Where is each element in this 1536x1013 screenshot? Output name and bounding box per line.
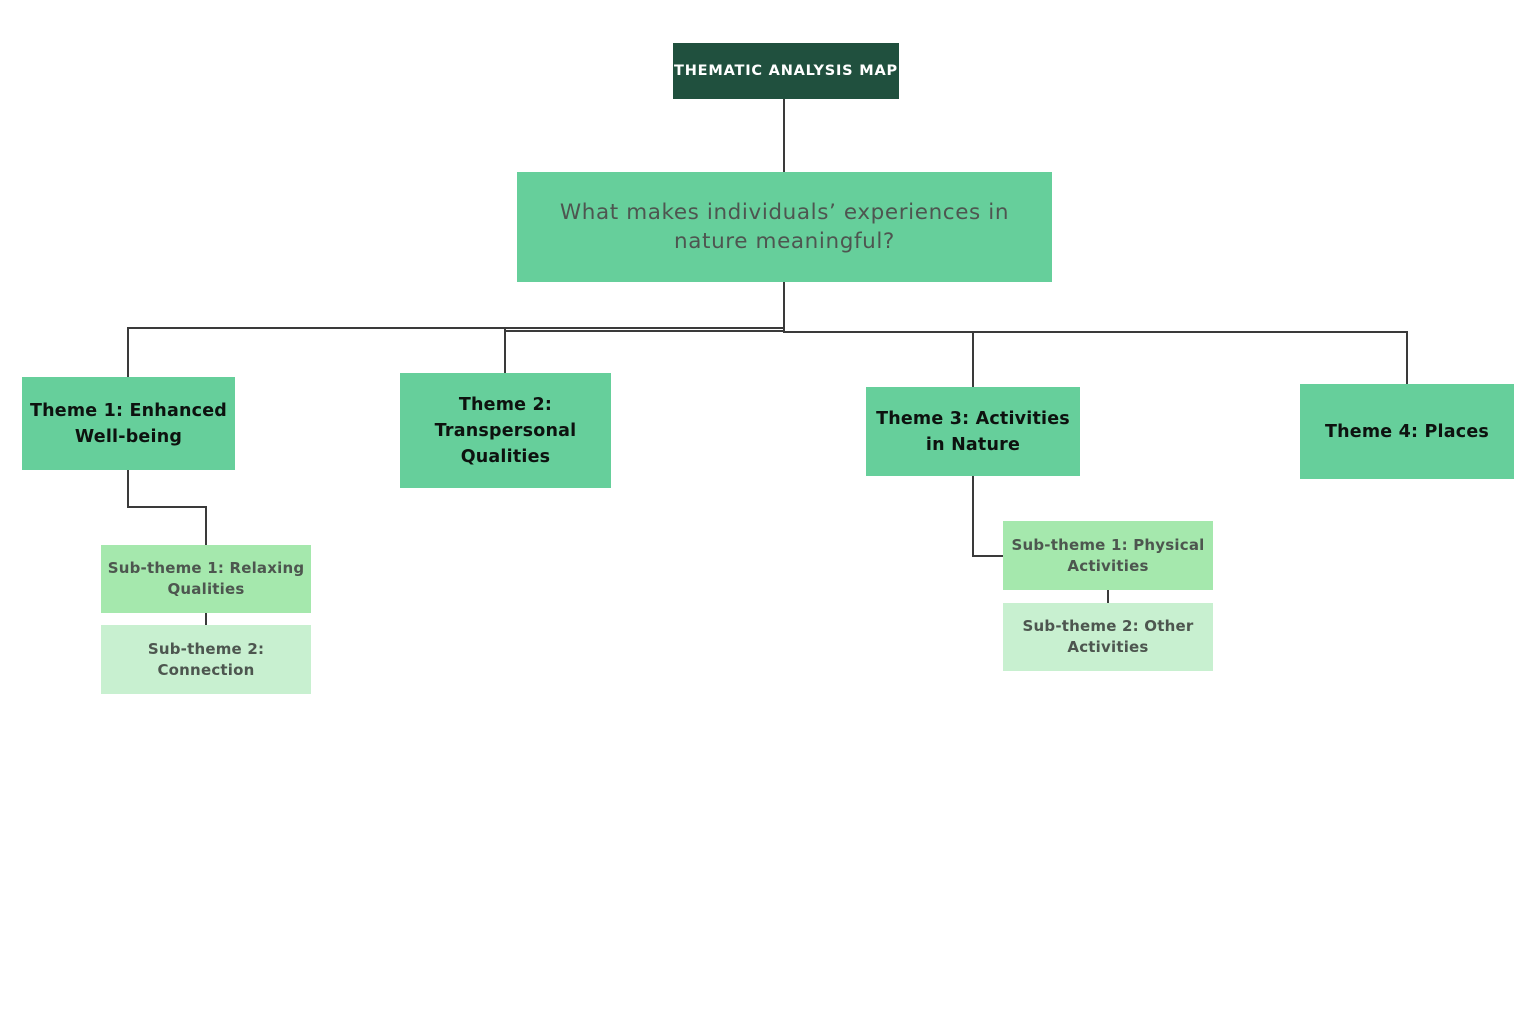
subtheme-connection-label: Sub-theme 2: Connection	[147, 639, 265, 679]
subtheme-other-activities-label: Sub-theme 2: Other Activities	[1022, 617, 1194, 656]
theme-3-label: Theme 3: Activities in Nature	[876, 408, 1070, 455]
connector-sub1a-to-sub1b	[205, 613, 207, 625]
subtheme-physical-activities-label: Sub-theme 1: Physical Activities	[1011, 535, 1205, 575]
subtheme-relaxing-qualities-node: Sub-theme 1: Relaxing Qualities	[101, 545, 311, 613]
connector-stub-theme-1	[127, 327, 129, 378]
connector-sub3a-to-sub3b	[1107, 590, 1109, 603]
theme-3-node: Theme 3: Activities in Nature	[866, 387, 1080, 476]
connector-branch-right	[783, 331, 1408, 333]
connector-theme1-elbow	[127, 506, 207, 508]
theme-2-label: Theme 2: Transpersonal Qualities	[434, 394, 577, 467]
connector-theme1-to-sub1	[205, 506, 207, 545]
theme-4-node: Theme 4: Places	[1300, 384, 1514, 479]
connector-theme1-down	[127, 470, 129, 508]
research-question-node: What makes individuals’ experiences in n…	[517, 172, 1052, 282]
theme-1-label: Theme 1: Enhanced Well-being	[29, 400, 228, 447]
subtheme-other-activities-node: Sub-theme 2: Other Activities	[1003, 603, 1213, 671]
connector-stub-theme-4	[1406, 331, 1408, 384]
theme-4-label: Theme 4: Places	[1324, 421, 1490, 442]
theme-1-node: Theme 1: Enhanced Well-being	[22, 377, 235, 470]
connector-stub-theme-2	[504, 327, 506, 373]
map-title-node: THEMATIC ANALYSIS MAP	[673, 43, 899, 99]
subtheme-physical-activities-node: Sub-theme 1: Physical Activities	[1003, 521, 1213, 590]
connector-branch-left-overlap	[504, 330, 785, 332]
subtheme-relaxing-qualities-label: Sub-theme 1: Relaxing Qualities	[107, 559, 305, 598]
connector-theme3-down	[972, 476, 974, 557]
subtheme-connection-node: Sub-theme 2: Connection	[101, 625, 311, 694]
connector-branch-left	[127, 327, 785, 329]
research-question-label: What makes individuals’ experiences in n…	[559, 200, 1010, 254]
connector-question-to-branch	[783, 282, 785, 333]
connector-stub-theme-3	[972, 331, 974, 387]
connector-root-to-question	[783, 99, 785, 173]
map-title-label: THEMATIC ANALYSIS MAP	[674, 63, 898, 79]
connector-theme3-to-sub1	[972, 555, 1005, 557]
theme-2-node: Theme 2: Transpersonal Qualities	[400, 373, 611, 488]
